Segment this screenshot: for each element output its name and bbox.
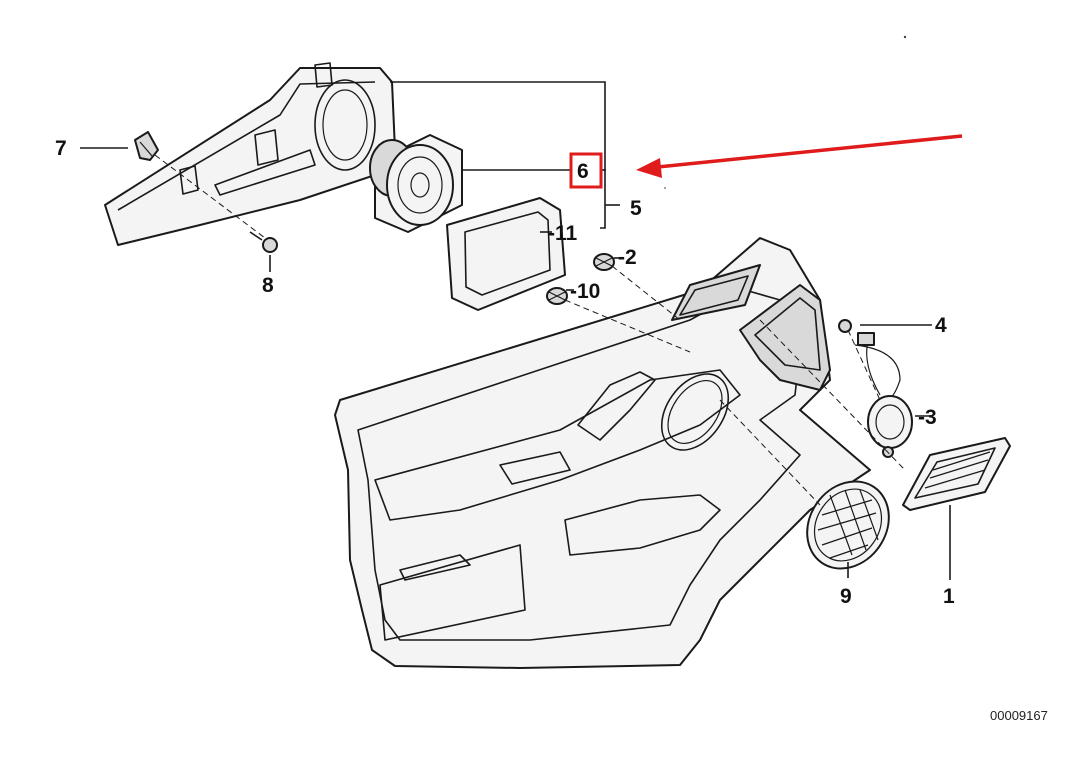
tweeter-cover-1 [902,437,1011,511]
highlight-box [569,152,603,189]
callout-1: 1 [943,585,955,608]
clip-10 [546,287,568,305]
callout-7: 7 [55,137,67,160]
callout-10: -10 [570,280,600,303]
door-trim-panel [334,237,871,669]
speck [903,35,907,39]
assembly-lines [154,154,906,506]
callout-11: -11 [548,222,578,245]
speaker-6 [369,134,463,233]
speaker-ring-11 [446,197,566,311]
screw-8 [249,231,278,253]
tweeter-3 [854,332,913,458]
plug-4 [838,319,852,333]
callout-8: 8 [262,274,274,297]
callout-6: 6 [577,160,589,183]
callout-5: 5 [630,197,642,220]
callout-9: 9 [840,585,852,608]
leader-lines [80,81,951,580]
clip-2 [593,253,615,271]
highlight-arrowhead-icon [636,158,662,178]
callout-3: -3 [918,406,937,429]
document-id: 00009167 [990,708,1048,723]
screw-7 [134,131,159,161]
callout-2: -2 [618,246,637,269]
callout-4: 4 [935,314,947,337]
highlight-arrow-icon [647,134,963,170]
speck [664,187,666,189]
highlight-annotation [569,134,963,189]
callout-labels: 7 8 6 5 -11 -2 -10 4 -3 1 9 [55,137,955,608]
speaker-grille-9 [806,480,890,570]
